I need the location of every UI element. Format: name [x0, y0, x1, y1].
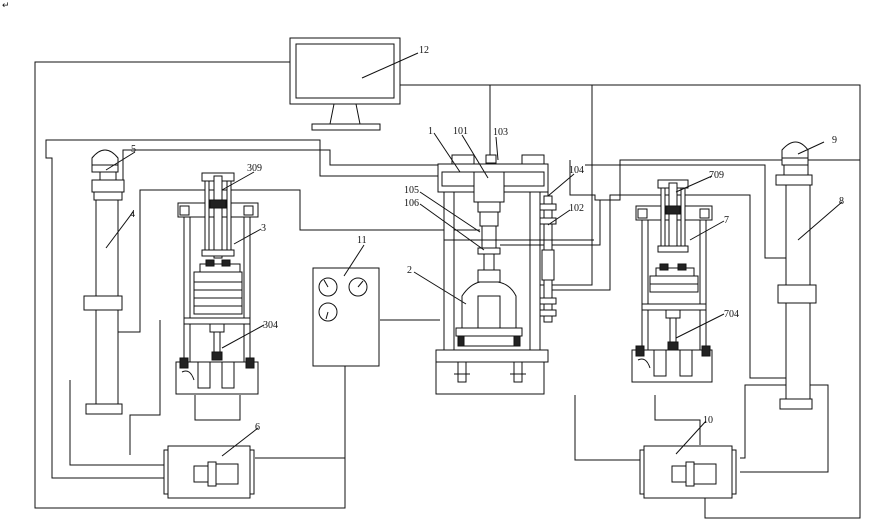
label-8: 8	[839, 196, 844, 207]
label-12: 12	[419, 45, 429, 56]
label-10: 10	[703, 415, 713, 426]
label-5: 5	[131, 144, 136, 155]
part-labels: 12 1 101 103 104 102 105 106 2 11 5 4 30…	[130, 45, 844, 433]
label-6: 6	[255, 422, 260, 433]
label-9: 9	[832, 135, 837, 146]
label-103: 103	[493, 127, 508, 138]
label-304: 304	[263, 320, 278, 331]
motor-pump-10	[639, 445, 737, 499]
press-unit-7	[631, 179, 713, 383]
label-7: 7	[724, 215, 729, 226]
label-704: 704	[724, 309, 739, 320]
gauge-panel-11	[312, 267, 380, 367]
monitor-12	[289, 37, 401, 131]
label-106: 106	[404, 198, 419, 209]
leader-lines	[105, 52, 843, 457]
sensor-9	[781, 141, 809, 166]
label-1: 1	[428, 126, 433, 137]
central-press-1	[435, 154, 594, 395]
cylinder-4	[83, 171, 125, 415]
label-101: 101	[453, 126, 468, 137]
sensor-5	[91, 149, 119, 173]
label-3: 3	[261, 223, 266, 234]
label-4: 4	[130, 209, 135, 220]
label-105: 105	[404, 185, 419, 196]
label-2: 2	[407, 265, 412, 276]
corner-mark: ↵	[2, 0, 10, 10]
label-11: 11	[357, 235, 367, 246]
motor-pump-6	[163, 445, 255, 499]
label-709: 709	[709, 170, 724, 181]
label-102: 102	[569, 203, 584, 214]
label-309: 309	[247, 163, 262, 174]
press-unit-3	[175, 172, 259, 395]
cylinder-8	[775, 164, 817, 410]
label-104: 104	[569, 165, 584, 176]
